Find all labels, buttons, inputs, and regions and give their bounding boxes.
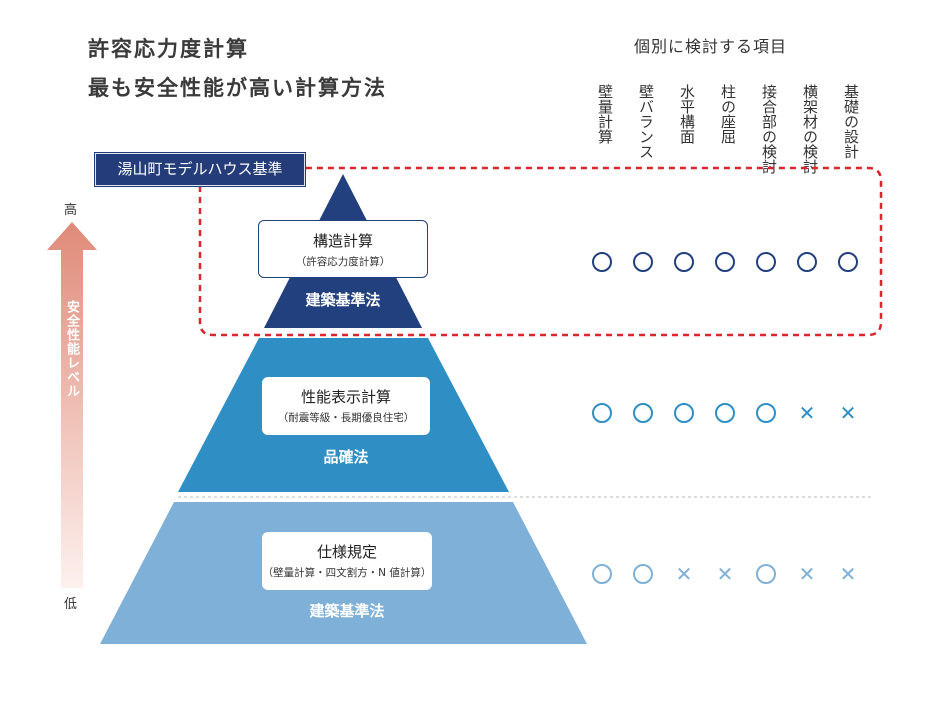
column-label-beam-check: 横架材の検討 bbox=[801, 84, 819, 174]
column-label-joint-check: 接合部の検討 bbox=[760, 84, 778, 174]
standard-dashed-frame bbox=[198, 166, 883, 337]
tier-low-name: 仕様規定 bbox=[316, 543, 377, 561]
standard-label: 湯山町モデルハウス基準 bbox=[94, 152, 306, 187]
tier-mid-box: 性能表示計算 （耐震等級・長期優良住宅） bbox=[262, 377, 430, 435]
tier-low-sub: （壁量計算・四文割方・N 値計算） bbox=[262, 567, 432, 579]
title-line-2: 最も安全性能が高い計算方法 bbox=[88, 76, 387, 100]
tier-low-box: 仕様規定 （壁量計算・四文割方・N 値計算） bbox=[262, 532, 432, 590]
column-label-wall-balance: 壁バランス bbox=[637, 84, 655, 159]
tier-low-law: 建築基準法 bbox=[309, 602, 385, 620]
tier-mid-sub: （耐震等級・長期優良住宅） bbox=[277, 412, 415, 424]
tier-top-sub: （許容応力度計算） bbox=[295, 256, 391, 268]
tier-top-law: 建築基準法 bbox=[305, 291, 381, 309]
tier-top-name: 構造計算 bbox=[312, 232, 373, 250]
tier-mid-law: 品確法 bbox=[323, 448, 369, 466]
column-label-horizontal-plane: 水平構面 bbox=[678, 84, 696, 144]
safety-arrow bbox=[47, 222, 97, 588]
column-label-foundation-design: 基礎の設計 bbox=[842, 84, 860, 159]
tier-top-box: 構造計算 （許容応力度計算） bbox=[258, 220, 428, 278]
columns-header: 個別に検討する項目 bbox=[634, 37, 788, 56]
title-line-1: 許容応力度計算 bbox=[88, 37, 249, 61]
axis-low-label: 低 bbox=[64, 597, 78, 612]
column-label-wall-quantity: 壁量計算 bbox=[596, 84, 614, 144]
tier-mid-name: 性能表示計算 bbox=[300, 388, 391, 406]
axis-high-label: 高 bbox=[64, 203, 78, 218]
column-label-column-buckling: 柱の座屈 bbox=[719, 84, 737, 144]
axis-safety-label: 安全性能レベル bbox=[64, 300, 79, 398]
